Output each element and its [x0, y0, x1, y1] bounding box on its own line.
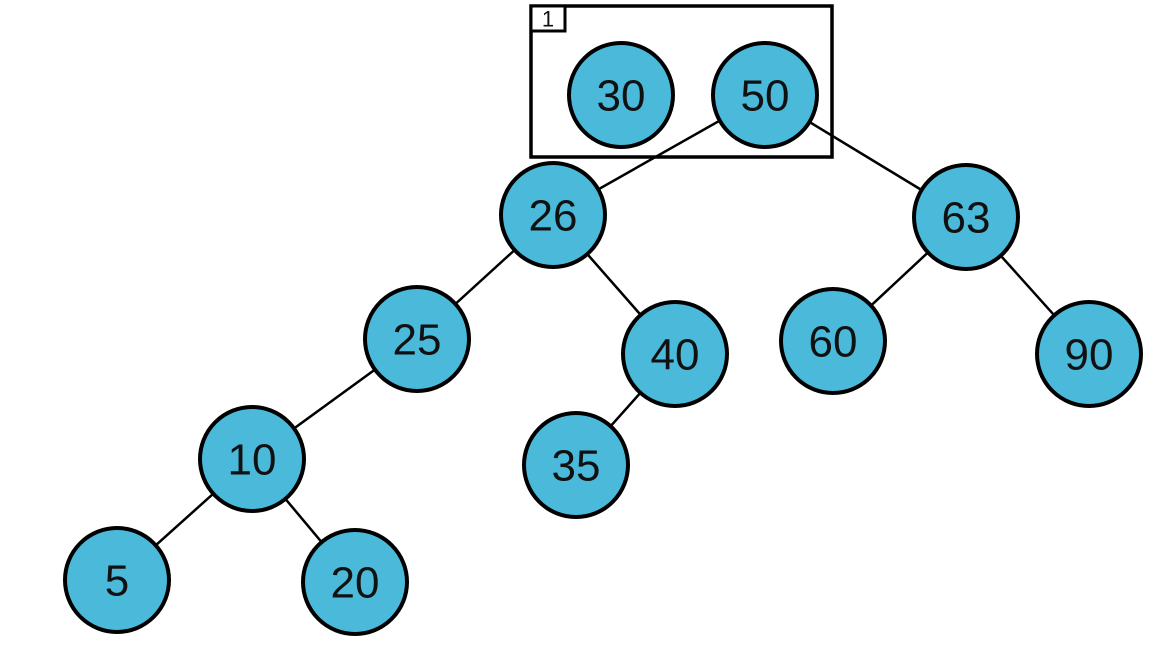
node-circle [63, 526, 171, 634]
tree-node-30: 30 [567, 41, 675, 149]
tree-node-60: 60 [779, 287, 887, 395]
node-value: 20 [331, 559, 380, 608]
node-value: 25 [393, 316, 442, 365]
node-circle [779, 287, 887, 395]
group-box-border [529, 4, 834, 159]
node-value: 60 [809, 318, 858, 367]
node-circle [363, 285, 471, 393]
node-circle [567, 41, 675, 149]
group-box-label-frame [529, 4, 567, 33]
node-circle [499, 161, 607, 269]
tree-node-50: 50 [711, 41, 819, 149]
node-value: 30 [597, 72, 646, 121]
group-box: 1 [529, 4, 834, 159]
node-value: 26 [529, 192, 578, 241]
node-value: 90 [1065, 331, 1114, 380]
tree-node-40: 40 [621, 300, 729, 408]
tree-node-63: 63 [912, 163, 1020, 271]
group-box-label: 1 [542, 7, 554, 32]
tree-node-35: 35 [522, 411, 630, 519]
node-value: 40 [651, 331, 700, 380]
node-circle [522, 411, 630, 519]
tree-node-5: 5 [63, 526, 171, 634]
node-circle [711, 41, 819, 149]
node-circle [912, 163, 1020, 271]
tree-node-26: 26 [499, 161, 607, 269]
tree-node-10: 10 [198, 405, 306, 513]
node-value: 10 [228, 436, 277, 485]
node-value: 50 [741, 72, 790, 121]
tree-node-20: 20 [301, 528, 409, 636]
node-circle [621, 300, 729, 408]
node-circle [301, 528, 409, 636]
node-value: 5 [105, 557, 129, 606]
node-value: 63 [942, 194, 991, 243]
node-circle [198, 405, 306, 513]
node-circle [1035, 300, 1143, 408]
node-value: 35 [552, 442, 601, 491]
tree-node-90: 90 [1035, 300, 1143, 408]
tree-node-25: 25 [363, 285, 471, 393]
